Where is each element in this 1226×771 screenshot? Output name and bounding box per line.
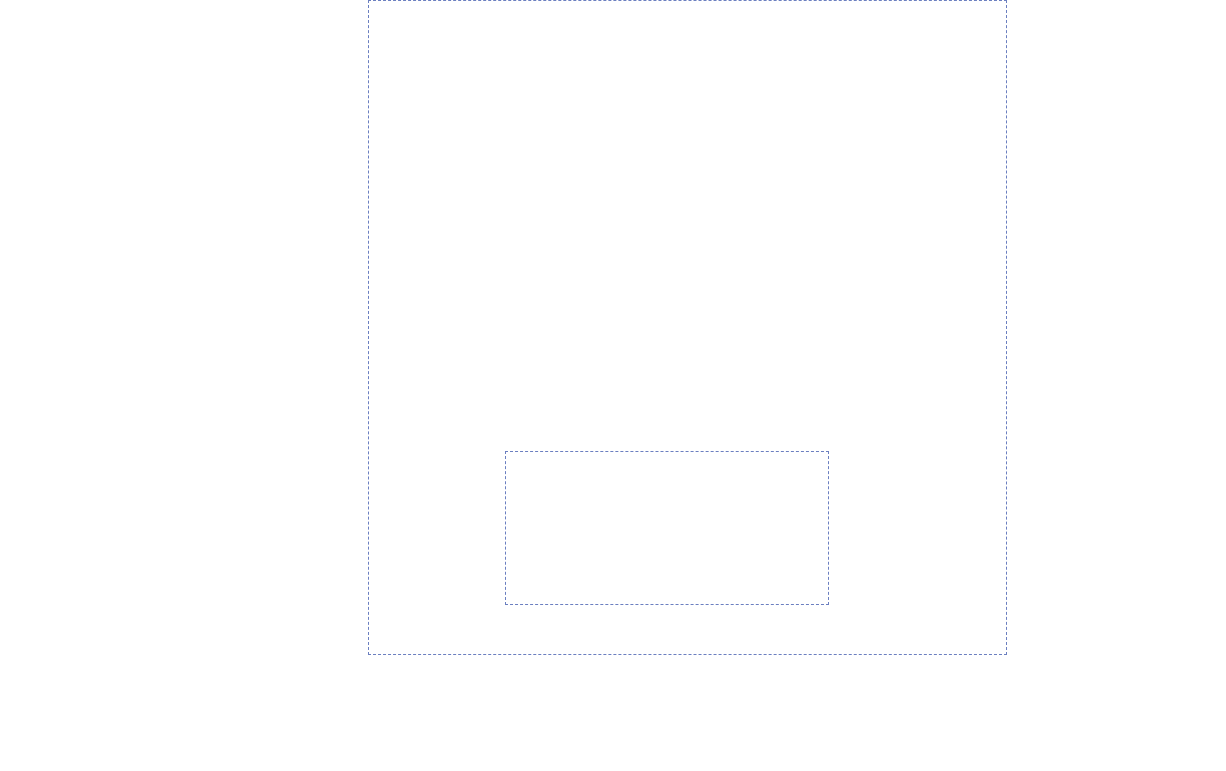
outer-frame (368, 0, 1007, 655)
inner-frame (505, 451, 829, 605)
